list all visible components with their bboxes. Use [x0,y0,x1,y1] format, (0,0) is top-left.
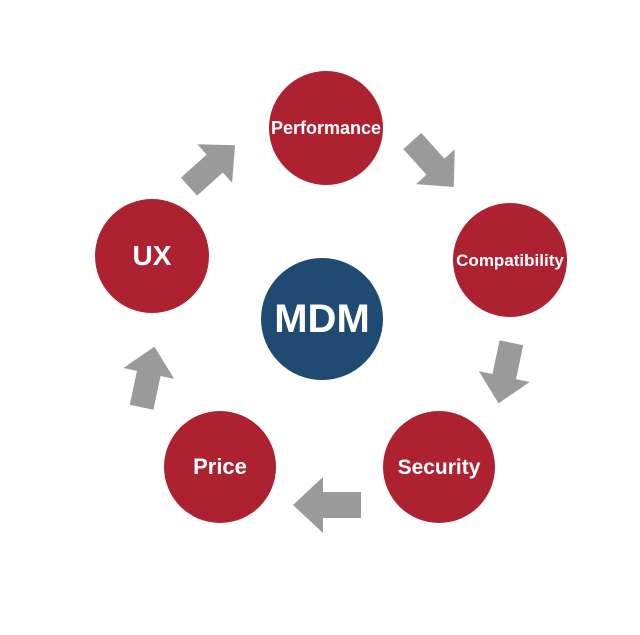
arrow-shape [293,477,361,533]
node-performance-label: Performance [270,118,382,138]
arrow-price-to-ux-icon [116,341,180,412]
node-ux-label: UX [132,240,172,271]
arrow-shape [123,346,175,410]
node-security-label: Security [397,455,481,479]
arrow-ux-to-performance-icon [172,126,253,206]
node-ux: UX [95,199,209,313]
node-price: Price [164,411,276,523]
arrow-compatibility-to-security-icon [473,337,537,408]
node-mdm-label: MDM [274,297,370,341]
node-performance: Performance [269,71,383,185]
node-mdm-center: MDM [261,258,383,380]
arrow-shape [403,132,455,188]
node-compatibility-label: Compatibility [456,250,564,270]
arrow-shape [180,144,236,196]
arrow-shape [478,340,530,404]
arrow-performance-to-compatibility-icon [393,124,473,205]
node-security: Security [383,411,495,523]
node-compatibility: Compatibility [453,203,567,317]
node-price-label: Price [193,454,247,479]
arrow-security-to-price-icon [293,477,361,533]
